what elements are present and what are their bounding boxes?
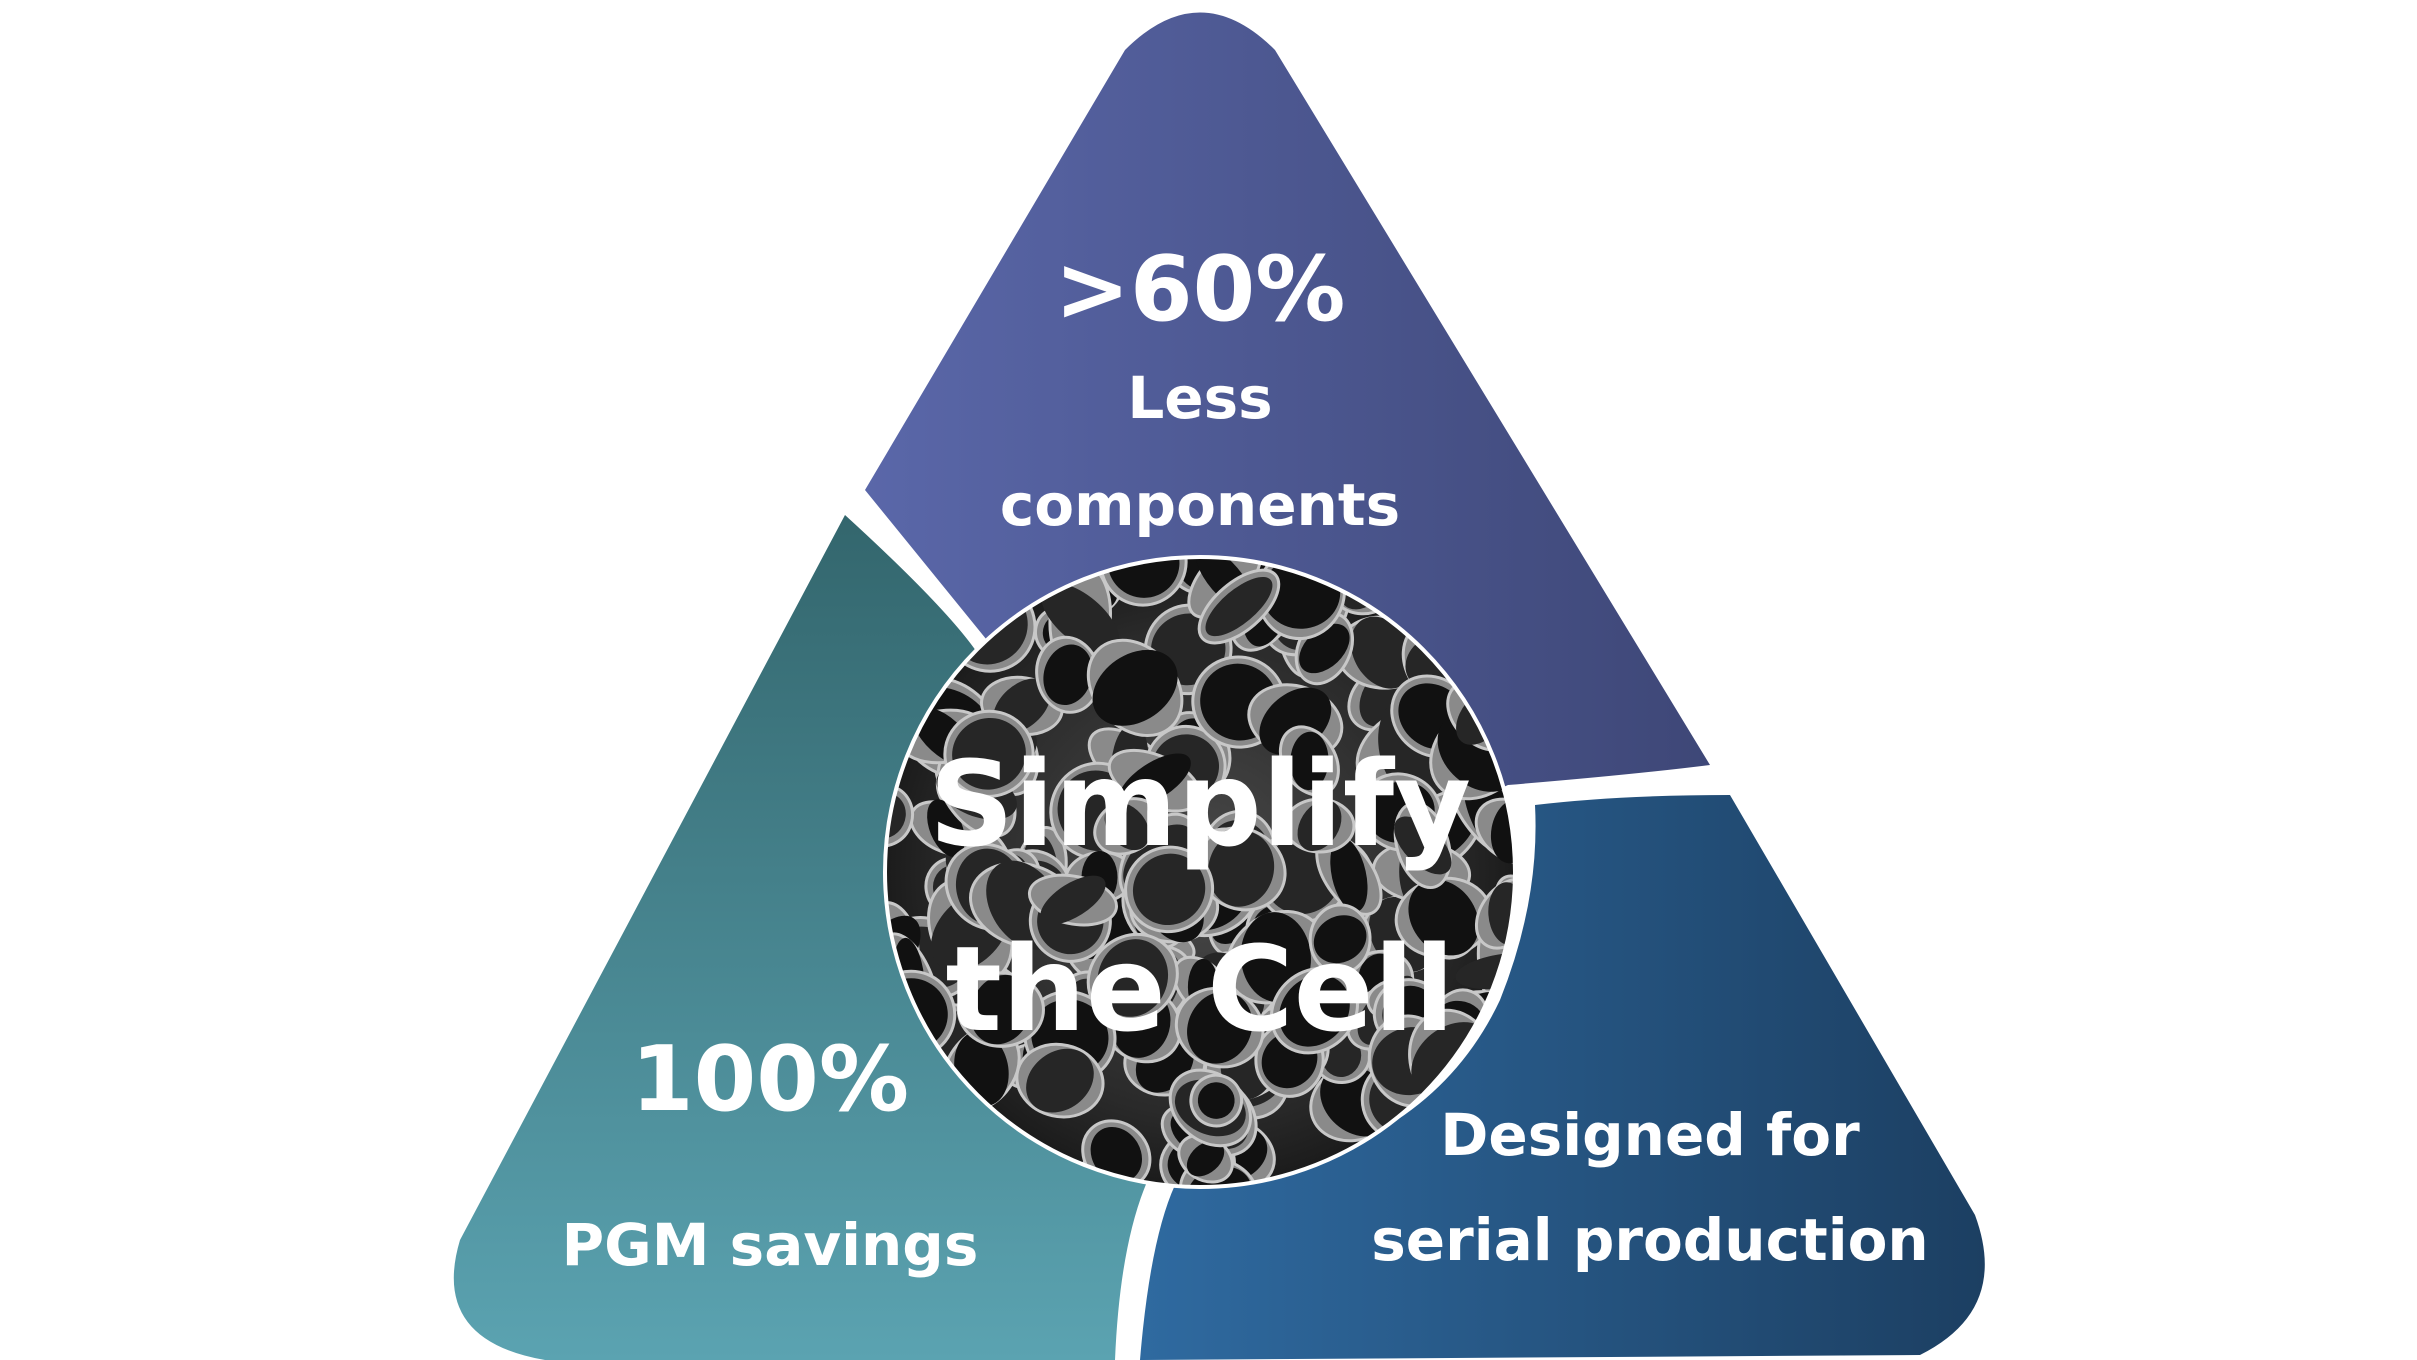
foam-pore	[1394, 816, 1452, 875]
foam-pore	[1097, 939, 1169, 1017]
foam-pore	[1297, 800, 1342, 852]
top-label-line-1: Less	[1127, 364, 1272, 432]
foam-pore	[1090, 1126, 1143, 1182]
top-value-label: >60%	[1055, 237, 1346, 342]
center-title-line-2: the Cell	[945, 920, 1454, 1058]
foam-pore	[1040, 875, 1106, 925]
foam-pore	[1350, 616, 1414, 689]
foam-pore	[1290, 731, 1329, 791]
foam-pore	[1488, 882, 1515, 945]
right-label-line-1: Designed for	[1440, 1101, 1860, 1169]
foam-pore	[1205, 576, 1273, 637]
foam-pore	[970, 974, 1032, 1045]
left-label-line-1: PGM savings	[562, 1211, 979, 1279]
foam-pore	[1041, 583, 1120, 654]
foam-pore	[1330, 837, 1368, 912]
right-label-line-2: serial production	[1371, 1206, 1928, 1274]
foam-pore	[952, 717, 1026, 790]
segment-right	[1140, 795, 1985, 1360]
foam-pore	[1092, 649, 1178, 726]
foam-pore	[1026, 1048, 1094, 1113]
center-title-line-1: Simplify	[929, 735, 1471, 873]
foam-pore	[1132, 853, 1206, 926]
foam-pore	[1104, 802, 1150, 851]
foam-pore	[1197, 1082, 1235, 1119]
foam-pore	[885, 792, 906, 839]
foam-pore	[1187, 991, 1253, 1064]
foam-pore	[1208, 831, 1275, 907]
segment-left	[453, 515, 1150, 1360]
foam-pore	[1408, 879, 1479, 956]
foam-pore	[1043, 644, 1093, 706]
top-label-line-2: components	[1000, 471, 1400, 539]
foam-pore	[1118, 753, 1191, 808]
foam-pore	[1279, 974, 1350, 1047]
foam-pore	[1313, 915, 1367, 964]
left-value-label: 100%	[631, 1027, 909, 1132]
foam-pore	[1186, 1140, 1225, 1177]
